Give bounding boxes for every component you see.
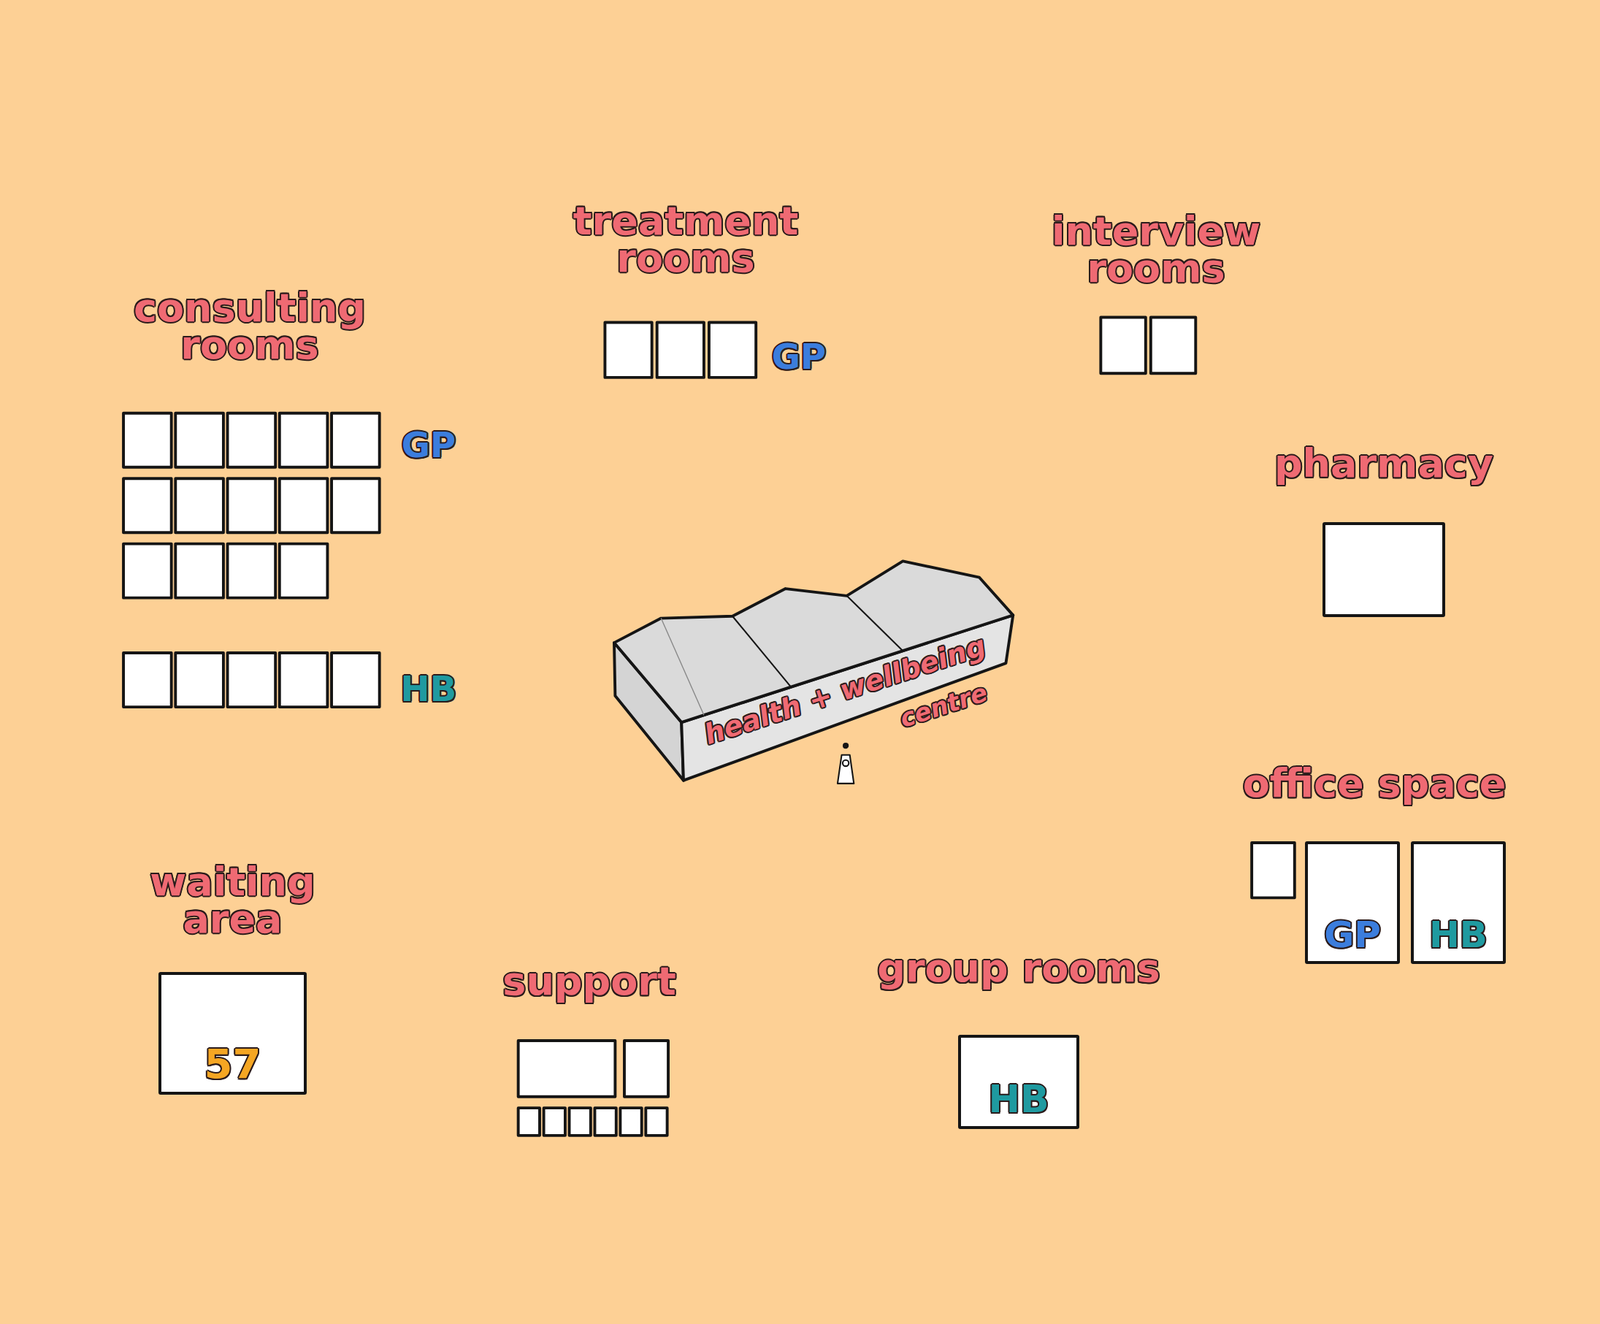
- section-heading: pharmacy: [1274, 444, 1494, 482]
- box-label: HB: [1429, 917, 1488, 953]
- section-heading: support: [502, 962, 676, 1000]
- group-room-box: group roomsHB: [958, 1034, 1080, 1129]
- consulting-room-boxes: [123, 413, 380, 707]
- section-heading: waiting area: [149, 863, 315, 939]
- section-heading: group rooms: [877, 949, 1161, 987]
- office-box: [1251, 842, 1295, 898]
- group-tag: GP: [401, 428, 457, 463]
- section-heading: treatment rooms: [573, 202, 799, 278]
- section-heading: interview rooms: [1051, 212, 1261, 288]
- group-tag: HB: [400, 672, 458, 707]
- building: [614, 560, 1013, 780]
- treatment-room-boxes: [604, 322, 756, 377]
- section-heading: consulting rooms: [133, 289, 366, 365]
- office-box: GP: [1304, 841, 1400, 964]
- support-boxes: [518, 1040, 669, 1136]
- group-tag: GP: [771, 340, 827, 374]
- person-figure: [837, 743, 854, 784]
- interview-room-boxes: [1100, 316, 1196, 374]
- section-heading: office space: [1242, 764, 1507, 802]
- box-label: HB: [988, 1081, 1049, 1118]
- box-label: 57: [204, 1044, 262, 1083]
- waiting-area-box: waiting area57: [158, 971, 307, 1095]
- pharmacy-box: pharmacy: [1322, 522, 1446, 618]
- box-label: GP: [1323, 917, 1381, 953]
- office-box: HB: [1410, 841, 1506, 964]
